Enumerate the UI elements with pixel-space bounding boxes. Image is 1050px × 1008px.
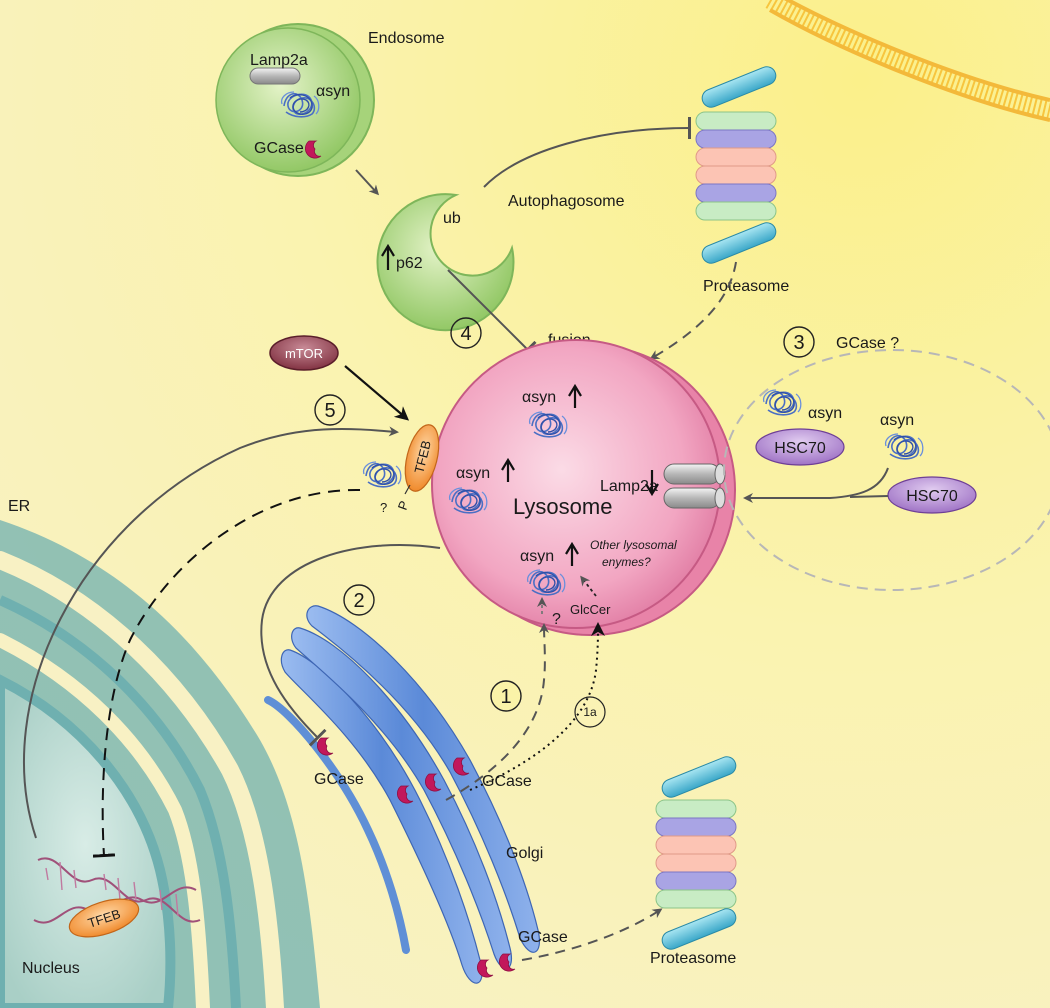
autophagosome-inhibits-proteasome (483, 116, 692, 188)
golgi-gcase-to-lysosome-arrow (445, 623, 550, 801)
asyn-lyso-bottom-label: αsyn (520, 548, 554, 565)
question-lyso-label: ? (552, 611, 561, 628)
question-tfeb-label: ? (380, 500, 387, 515)
step-2-circle (343, 584, 375, 616)
lamp2a-down-arrow (645, 470, 659, 497)
asyn-cma2-label: αsyn (880, 412, 914, 429)
lamp2a-channel (663, 463, 726, 509)
asyn-endosome-label: αsyn (316, 83, 350, 100)
step-3-number: 3 (793, 332, 804, 354)
step-5-circle (314, 394, 346, 426)
step-3-circle (783, 326, 815, 358)
glccer-label: GlcCer (570, 602, 611, 617)
p62-up-arrow (381, 243, 395, 270)
autophagosome-label: Autophagosome (508, 193, 625, 210)
golgi-glccer-dotted-arrow (469, 622, 605, 791)
lysosome-inhibits-golgi (260, 544, 441, 747)
lysosome-label: Lysosome (513, 494, 612, 519)
nucleus (0, 674, 176, 1008)
hsc70-2-connector (849, 495, 889, 498)
gcase-golgi-1-label: GCase (314, 771, 364, 788)
proteasome-bottom-label: Proteasome (650, 950, 736, 967)
asyn-lyso-left-label: αsyn (456, 465, 490, 482)
nucleus-label: Nucleus (22, 960, 80, 977)
golgi-to-proteasome-arrow (521, 908, 663, 961)
hsc70-oval-2 (887, 476, 977, 514)
step-1a-number: 1a (583, 705, 597, 719)
proteasome-to-lysosome-arrow (649, 261, 737, 360)
tfeb-oval-nucleus (68, 898, 140, 938)
proteasome-top-label: Proteasome (703, 278, 789, 295)
asyn-bottom-up-arrow (565, 541, 579, 566)
phospho-bond (404, 484, 411, 495)
er-label: ER (8, 498, 30, 515)
step-1a-circle (574, 696, 606, 728)
hsc70-1-label: HSC70 (774, 440, 826, 457)
lysosome (431, 339, 736, 636)
lamp2a-cylinder-endosome (249, 67, 301, 85)
step-2-number: 2 (353, 590, 364, 612)
nucleus-to-tfeb-arrow (22, 426, 399, 839)
asyn-left-up-arrow (501, 457, 515, 482)
gcase-question-label: GCase ? (836, 335, 899, 352)
autophagosome (376, 193, 515, 332)
hsc70-2-label: HSC70 (906, 488, 958, 505)
step-1-number: 1 (500, 686, 511, 708)
step-1-circle (490, 680, 522, 712)
other-enzymes-line1: Other lysosomal (590, 538, 677, 552)
proteasome-top (695, 66, 777, 264)
tfeb-inhibits-nucleus-dashed (92, 488, 361, 858)
autophagosome-fusion-inhibition (447, 269, 537, 359)
hsc70-oval-1 (755, 428, 845, 466)
ub-label: ub (443, 210, 461, 227)
step-5-number: 5 (324, 400, 335, 422)
endosome-to-autophagosome-arrow (355, 169, 380, 196)
cma-dashed-region (723, 349, 1050, 591)
gcase-golgi-2-label: GCase (482, 773, 532, 790)
lamp2a-lyso-label: Lamp2a (600, 478, 658, 495)
asyn-cma1-label: αsyn (808, 405, 842, 422)
gcase-endosome-label: GCase (254, 140, 304, 157)
tfeb-oval-cytoplasm (404, 424, 440, 492)
step-4-circle (450, 317, 482, 349)
endosome-label: Endosome (368, 30, 445, 47)
lamp2a-endosome-label: Lamp2a (250, 52, 308, 69)
step-4-number: 4 (460, 323, 471, 345)
mtor-oval (269, 335, 339, 371)
p62-label: p62 (396, 255, 423, 272)
golgi-label: Golgi (506, 845, 543, 862)
asyn-top-up-arrow (568, 383, 582, 408)
golgi-apparatus (264, 605, 540, 984)
gcase-golgi-3-label: GCase (518, 929, 568, 946)
mtor-label: mTOR (285, 346, 323, 361)
plasma-membrane (765, 0, 1050, 122)
hsc70-to-lamp2a-arrow (743, 467, 889, 503)
proteasome-bottom (655, 756, 737, 950)
mtor-to-tfeb-arrow (344, 365, 410, 421)
glccer-to-asyn-arrow (580, 575, 597, 597)
other-enzymes-line2: enymes? (602, 555, 651, 569)
asyn-lyso-top-label: αsyn (522, 389, 556, 406)
